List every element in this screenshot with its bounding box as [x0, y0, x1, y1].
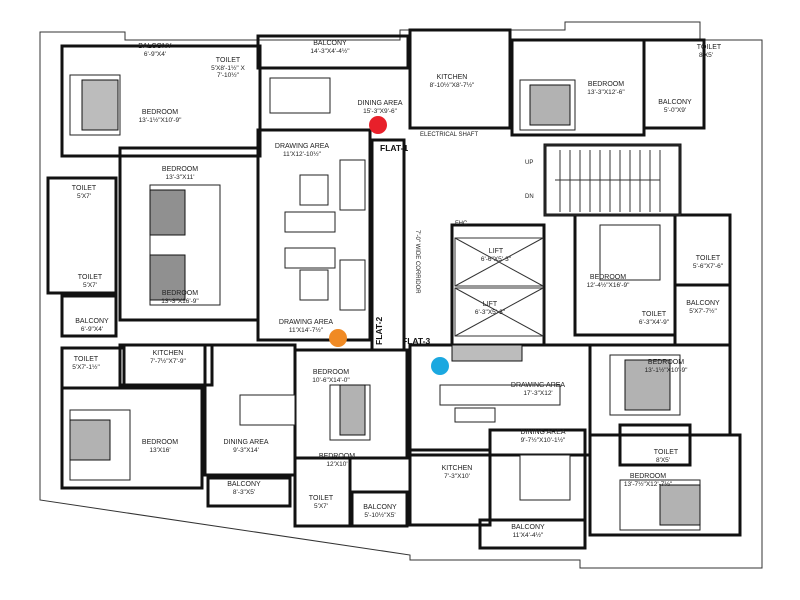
dim-bedroom-tl: 13'-1½"X10'-9": [139, 116, 183, 124]
label-balcony-tl: BALCONY: [138, 43, 172, 50]
label-toilet-tl: TOILET: [216, 57, 241, 64]
label-kitchen-bl: KITCHEN: [153, 350, 184, 357]
label-bedroom-mid-b: BEDROOM: [162, 290, 198, 297]
label-balcony-tr: BALCONY: [658, 99, 692, 106]
label-balcony-bl: BALCONY: [227, 481, 261, 488]
dim-kitchen-top: 8'-10½"X8'-7½": [430, 81, 475, 89]
dim-balcony-top: 14'-3"X4'-4½": [310, 47, 350, 55]
label-balcony-bm: BALCONY: [511, 524, 545, 531]
dim-drawing-2: 11'X14'-7½": [289, 326, 324, 334]
label-toilet-l2: TOILET: [78, 274, 103, 281]
label-dining-2: DINING AREA: [223, 439, 268, 446]
dim-toilet-b: 5'X7': [314, 503, 328, 510]
label-bedroom-mid-a: BEDROOM: [162, 166, 198, 173]
label-toilet-br: TOILET: [654, 449, 679, 456]
dim-balcony-bm: 11'X4'-4½": [513, 531, 544, 539]
marker-red: [369, 116, 387, 134]
label-drawing-1: DRAWING AREA: [275, 143, 330, 150]
marker-orange: [329, 329, 347, 347]
dim-kitchen-bl: 7'-7½"X7'-9": [150, 357, 186, 365]
flat-2-label: FLAT-2: [374, 317, 384, 345]
dim-toilet-r2: 6'-3"X4'-9": [639, 319, 670, 326]
label-balcony-r: BALCONY: [686, 300, 720, 307]
label-balcony-b: BALCONY: [363, 504, 397, 511]
walls: [46, 28, 742, 550]
label-dn: DN: [525, 194, 534, 200]
label-balcony-l: BALCONY: [75, 318, 109, 325]
dim-toilet-l2: 5'X7': [83, 282, 97, 289]
label-toilet-r2: TOILET: [642, 311, 667, 318]
label-lift-1: LIFT: [489, 248, 504, 255]
dim-lift-1: 6'-6"X5'-3": [481, 256, 512, 263]
label-toilet-r1: TOILET: [696, 255, 721, 262]
label-kitchen-3: KITCHEN: [442, 465, 473, 472]
dim-balcony-l: 6'-9"X4': [81, 326, 103, 333]
label-bedroom-r2: BEDROOM: [648, 359, 684, 366]
label-bedroom-r1: BEDROOM: [590, 274, 626, 281]
dim-balcony-tr: 5'-0"X9': [664, 107, 686, 114]
flat-1-label: FLAT-1: [380, 143, 408, 153]
dim-bedroom-br: 13'-7½"X12'-7½": [624, 480, 673, 488]
label-kitchen-top: KITCHEN: [437, 74, 468, 81]
label-toilet-tr: TOILET: [697, 44, 722, 51]
label-electrical-shaft: ELECTRICAL SHAFT: [420, 132, 478, 138]
dim-dining-1: 15'-3"X9'-6": [363, 108, 398, 115]
dim-bedroom-top-right: 13'-3"X12'-6": [587, 89, 625, 96]
label-toilet-l1: TOILET: [72, 185, 97, 192]
dim-bedroom-mid-a: 13'-3"X11': [166, 174, 195, 181]
label-bedroom-bl: BEDROOM: [142, 439, 178, 446]
label-toilet-b: TOILET: [309, 495, 334, 502]
label-bedroom-2: BEDROOM: [313, 369, 349, 376]
label-fhc: FHC: [455, 221, 468, 227]
dim-bedroom-mid-b: 13'-3"X16'-9": [161, 298, 199, 305]
dim-toilet-l1: 5'X7': [77, 193, 91, 200]
flat-3-label: FLAT-3: [402, 336, 430, 346]
label-lift-2: LIFT: [483, 301, 498, 308]
dim-bedroom-3: 12'X10': [326, 461, 347, 468]
furniture: [69, 74, 701, 531]
dim-balcony-r: 5'X7'-7½": [689, 307, 717, 315]
dim-bedroom-r2: 13'-1½"X10'-9": [645, 366, 689, 374]
label-drawing-3: DRAWING AREA: [511, 382, 566, 389]
label-dining-3: DINING AREA: [520, 429, 565, 436]
dim-bedroom-2: 10'-6"X14'-0": [312, 377, 350, 384]
dim-bedroom-r1: 12'-4½"X16'-9": [587, 281, 631, 289]
label-corridor: 7'-0" WIDE CORRIDOR: [414, 230, 420, 294]
dim-toilet-tr: 8'X5': [699, 52, 713, 59]
dim-dining-2: 9'-3"X14': [233, 447, 259, 454]
label-drawing-2: DRAWING AREA: [279, 319, 334, 326]
dim-toilet-r1: 5'-6"X7'-6": [693, 263, 724, 270]
dim-balcony-b: 5'-10½"X5': [364, 511, 395, 519]
label-bedroom-tl: BEDROOM: [142, 109, 178, 116]
dim-toilet-bl: 5'X7'-1½": [72, 363, 100, 371]
dim-toilet-tl-1: 5'X8'-1½" X: [211, 64, 245, 72]
dim-toilet-tl-2: 7'-10½": [217, 71, 240, 79]
label-bedroom-top-right: BEDROOM: [588, 81, 624, 88]
dim-balcony-tl: 6'-9"X4': [144, 51, 166, 58]
dim-drawing-1: 11'X12'-10½": [283, 150, 322, 158]
dim-drawing-3: 17'-3"X12': [523, 390, 552, 397]
dim-toilet-br: 8'X5': [656, 457, 670, 464]
label-toilet-bl: TOILET: [74, 356, 99, 363]
label-bedroom-3: BEDROOM: [319, 453, 355, 460]
marker-blue: [431, 357, 449, 375]
lift-shafts: [454, 237, 544, 337]
dim-balcony-bl: 8'-3"X5': [233, 489, 255, 496]
label-balcony-top: BALCONY: [313, 40, 347, 47]
dim-bedroom-bl: 13'X16': [149, 447, 170, 454]
label-bedroom-br: BEDROOM: [630, 473, 666, 480]
dim-kitchen-3: 7'-3"X10': [444, 473, 470, 480]
label-up: UP: [525, 160, 533, 166]
dim-dining-3: 9'-7½"X10'-1½": [521, 436, 566, 444]
dim-lift-2: 6'-3"X5'-3": [475, 309, 506, 316]
label-dining-1: DINING AREA: [357, 100, 402, 107]
staircase: [544, 144, 681, 216]
